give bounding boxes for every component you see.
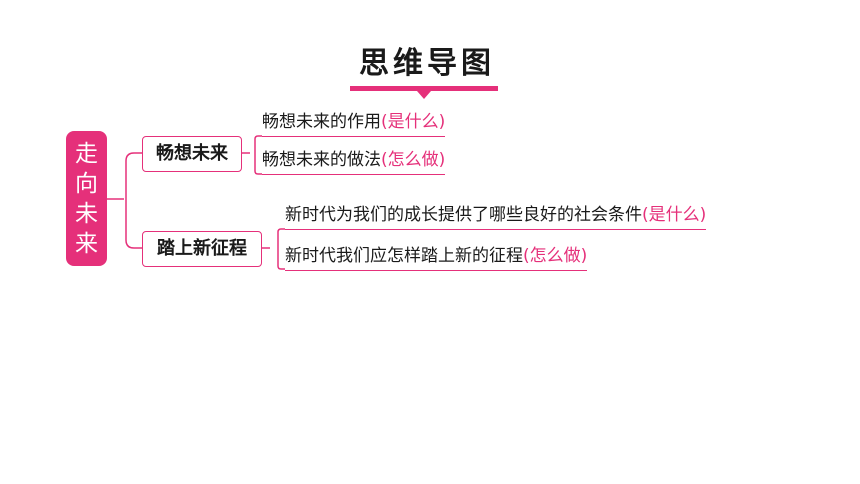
leaf-tag: (怎么做) — [523, 246, 588, 266]
leaf-text: 畅想未来的做法 — [262, 150, 381, 170]
leaf-tag: (是什么) — [381, 112, 446, 132]
root-char: 未 — [75, 200, 98, 227]
root-branch-bracket — [125, 152, 142, 249]
leaf-item: 新时代为我们的成长提供了哪些良好的社会条件(是什么) — [285, 202, 707, 230]
leaf-tag: (怎么做) — [381, 150, 446, 170]
leaf-item: 新时代我们应怎样踏上新的征程(怎么做) — [285, 243, 588, 271]
leaf-text: 新时代为我们的成长提供了哪些良好的社会条件 — [285, 205, 642, 225]
branch-node-imagine-future: 畅想未来 — [142, 136, 242, 172]
root-char: 来 — [75, 230, 98, 257]
leaf-item: 畅想未来的做法(怎么做) — [262, 147, 446, 175]
branch2-bracket — [277, 228, 285, 270]
leaf-tag: (是什么) — [642, 205, 707, 225]
leaf-item: 畅想未来的作用(是什么) — [262, 109, 446, 137]
branch1-bracket — [254, 135, 262, 175]
root-char: 走 — [75, 140, 98, 167]
branch-node-new-journey: 踏上新征程 — [142, 231, 262, 267]
leaf-text: 新时代我们应怎样踏上新的征程 — [285, 246, 523, 266]
leaf-text: 畅想未来的作用 — [262, 112, 381, 132]
root-node: 走 向 未 来 — [66, 131, 107, 266]
page-title: 思维导图 — [359, 46, 495, 81]
root-char: 向 — [75, 170, 98, 197]
title-underline — [350, 86, 498, 91]
title-pointer — [417, 91, 431, 99]
